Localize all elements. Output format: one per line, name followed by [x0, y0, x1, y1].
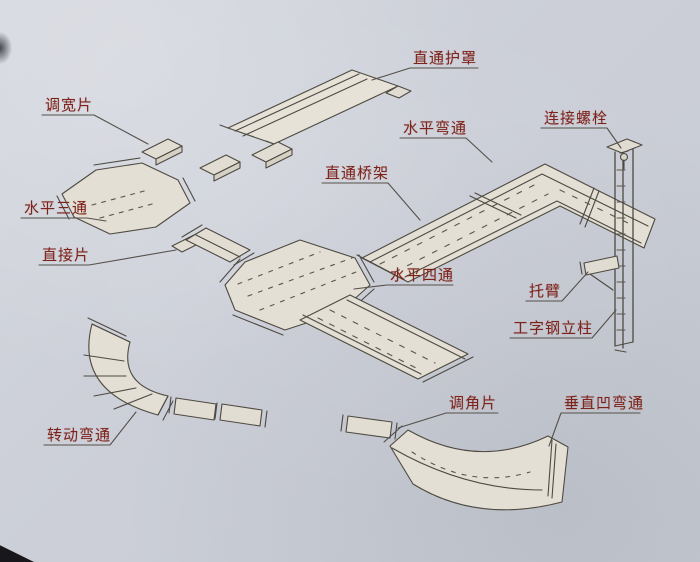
- leader-rotating-bend: [43, 411, 137, 446]
- leader-angle-adjust-piece: [397, 412, 499, 429]
- support-arm-part: [579, 255, 620, 291]
- label-width-adjust-piece: 调宽片: [45, 96, 94, 114]
- width-adjust-pieces-part: [141, 138, 293, 182]
- rotating-bend-part: [83, 317, 174, 421]
- label-rotating-bend: 转动弯通: [47, 426, 112, 444]
- label-support-arm: 托臂: [529, 282, 562, 300]
- label-angle-adjust-piece: 调角片: [449, 394, 498, 412]
- leader-support-arm: [525, 271, 589, 302]
- horizontal-bend-part: [469, 187, 631, 228]
- label-direct-piece: 直接片: [42, 246, 91, 264]
- leader-horizontal-cross: [353, 284, 454, 290]
- direct-piece-part: [171, 224, 255, 266]
- label-connecting-bolt: 连接螺栓: [544, 109, 609, 127]
- horizontal-tee-part: [56, 157, 196, 235]
- vertical-concave-bend-part: [383, 425, 569, 511]
- straight-tray-part: [356, 163, 656, 283]
- label-horizontal-tee: 水平三通: [24, 199, 89, 217]
- leader-horizontal-tee: [20, 217, 107, 222]
- straight-cover-part: [219, 69, 412, 145]
- label-straight-cover: 直通护罩: [413, 49, 478, 67]
- label-i-beam-column: 工字钢立柱: [513, 319, 594, 337]
- leader-direct-piece: [38, 249, 177, 266]
- angle-piece-parts: [168, 396, 398, 440]
- connecting-bolt-part: [619, 150, 629, 170]
- label-horizontal-cross: 水平四通: [390, 266, 455, 284]
- branch-tray-part: [299, 294, 474, 383]
- leader-i-beam-column: [509, 309, 617, 339]
- leader-width-adjust-piece: [41, 114, 149, 145]
- label-horizontal-bend: 水平弯通: [403, 119, 468, 137]
- photo-edge-mark: [0, 32, 12, 64]
- label-vertical-concave-bend: 垂直凹弯通: [564, 394, 645, 412]
- leader-straight-tray: [321, 182, 421, 221]
- label-straight-tray: 直通桥架: [325, 164, 390, 182]
- i-beam-column-part: [606, 138, 643, 353]
- leader-horizontal-bend: [399, 137, 493, 163]
- leader-lines: [20, 67, 641, 447]
- leader-connecting-bolt: [540, 127, 622, 149]
- leader-vertical-concave-bend: [548, 412, 641, 447]
- leader-straight-cover: [371, 67, 479, 81]
